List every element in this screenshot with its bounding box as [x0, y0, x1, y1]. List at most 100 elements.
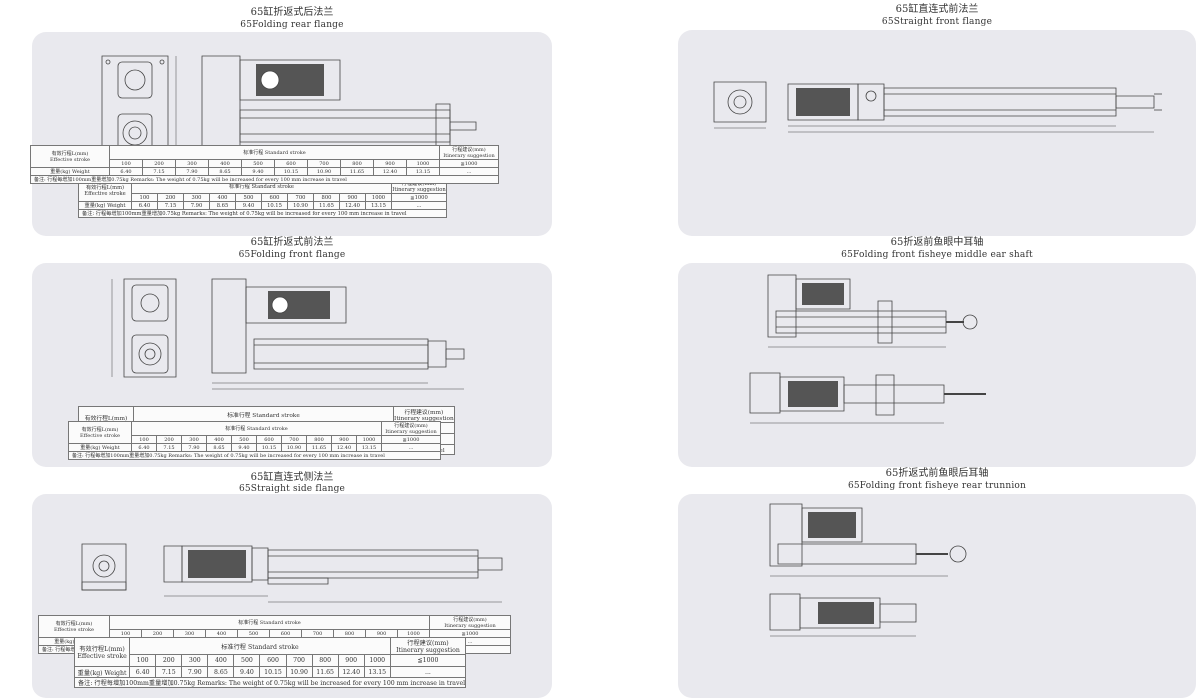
effective-stroke-cn: 有效行程L(mm): [81, 427, 119, 433]
stroke-value: 300: [181, 435, 207, 444]
panel-folding-rear-flange: 65缸折返式后法兰 65Folding rear flange 有效行程L(mm…: [32, 0, 552, 238]
stroke-value: 300: [175, 159, 209, 168]
remarks-note: 备注: 行程每增加100mm重量增加0.75kg Remarks: The we…: [68, 451, 441, 460]
weight-value: 7.90: [181, 443, 207, 452]
itinerary-en: Itinerary suggestion: [392, 187, 446, 193]
stroke-value: 600: [261, 193, 288, 202]
stroke-value: 400: [207, 654, 235, 667]
stroke-value: 700: [285, 654, 313, 667]
remarks-note: 备注: 行程每增加100mm重量增加0.75kg Remarks: The we…: [73, 677, 467, 688]
weight-value: 9.40: [235, 201, 262, 210]
itinerary-header: 行程建议(mm)Itinerary suggestion: [389, 637, 467, 655]
effective-stroke-cn: 有效行程L(mm): [84, 415, 128, 422]
panel-fisheye-rear-trunnion: 65折返式前鱼眼后耳轴 65Folding front fisheye rear…: [73, 463, 1196, 698]
weight-value: 10.15: [256, 443, 282, 452]
stroke-value: 1000: [363, 654, 391, 667]
effective-stroke-en: Effective stroke: [54, 627, 94, 633]
panel-title-en: 65Straight front flange: [881, 17, 993, 27]
panel-card: [678, 494, 1196, 698]
weight-value: 7.15: [142, 167, 176, 176]
itinerary-value: ≦1000: [439, 159, 499, 168]
weight-label: 重量(kg) Weight: [73, 666, 131, 678]
weight-value: 7.90: [181, 666, 209, 678]
panel-title-cn: 65缸直连式前法兰: [895, 4, 979, 15]
panel-title-en: 65Straight side flange: [238, 484, 346, 494]
itinerary-cn: 行程建议(mm): [404, 410, 444, 416]
itinerary-en: Itinerary suggestion: [444, 623, 496, 629]
stroke-value: 700: [281, 435, 307, 444]
itinerary-cn: 行程建议(mm): [394, 423, 428, 429]
weight-value: 10.15: [259, 666, 287, 678]
itinerary-en: Itinerary suggestion: [443, 153, 495, 159]
stroke-value: 100: [129, 654, 157, 667]
technical-drawing: [678, 494, 1196, 698]
itinerary-header: 行程建议(mm)Itinerary suggestion: [439, 145, 499, 160]
effective-stroke-header: 有效行程L(mm)Effective stroke: [38, 615, 110, 638]
stroke-value: 600: [274, 159, 308, 168]
stroke-value: 100: [131, 435, 157, 444]
itinerary-dots: ...: [391, 201, 447, 210]
technical-drawing: [32, 263, 552, 467]
itinerary-en: Itinerary suggestion: [396, 647, 460, 654]
weight-value: 10.15: [261, 201, 288, 210]
stroke-value: 200: [155, 654, 183, 667]
weight-label: 重量(kg) Weight: [30, 167, 110, 176]
standard-stroke-header: 标准行程 Standard stroke: [109, 615, 430, 630]
weight-value: 8.65: [208, 167, 242, 176]
effective-stroke-cn: 有效行程L(mm): [85, 185, 125, 191]
stroke-value: 500: [231, 435, 257, 444]
panel-title-cn: 65缸直连式侧法兰: [250, 472, 334, 483]
effective-stroke-header: 有效行程L(mm)Effective stroke: [30, 145, 110, 168]
weight-value: 6.40: [131, 201, 158, 210]
panel-title-en: 65Folding front fisheye middle ear shaft: [841, 250, 1033, 260]
stroke-value: 200: [156, 435, 182, 444]
itinerary-dots: ...: [381, 443, 441, 452]
stroke-value: 400: [206, 435, 232, 444]
stroke-value: 400: [208, 159, 242, 168]
weight-value: 12.40: [331, 443, 357, 452]
weight-value: 11.65: [340, 167, 374, 176]
effective-stroke-en: Effective stroke: [50, 157, 90, 163]
panel-title-en: 65Folding front flange: [238, 250, 346, 260]
weight-value: 13.15: [406, 167, 440, 176]
weight-value: 7.90: [183, 201, 210, 210]
stroke-value: 100: [131, 193, 158, 202]
panel-straight-front-flange: 65缸直连式前法兰 65Straight front flange 有效行程L(…: [30, 0, 1196, 238]
weight-value: 9.40: [233, 666, 261, 678]
effective-stroke-header: 有效行程L(mm)Effective stroke: [73, 637, 131, 667]
stroke-value: 300: [183, 193, 210, 202]
panel-card: [678, 30, 1196, 236]
remarks-note: 备注: 行程每增加100mm重量增加0.75kg Remarks: The we…: [30, 175, 499, 184]
itinerary-cn: 行程建议(mm): [407, 640, 449, 647]
weight-value: 10.90: [281, 443, 307, 452]
technical-drawing: [32, 32, 552, 236]
weight-value: 8.65: [206, 443, 232, 452]
weight-value: 11.65: [313, 201, 340, 210]
stroke-value: 900: [339, 193, 366, 202]
weight-label: 重量(kg) Weight: [68, 443, 132, 452]
stroke-value: 700: [307, 159, 341, 168]
standard-stroke-header: 标准行程 Standard stroke: [109, 145, 440, 160]
stroke-value: 200: [157, 193, 184, 202]
weight-value: 10.15: [274, 167, 308, 176]
itinerary-dots: ...: [389, 666, 467, 678]
itinerary-value: ≦1000: [389, 654, 467, 667]
weight-value: 7.15: [156, 443, 182, 452]
weight-value: 8.65: [209, 201, 236, 210]
stroke-value: 800: [306, 435, 332, 444]
effective-stroke-cn: 有效行程L(mm): [79, 646, 125, 653]
effective-stroke-header: 有效行程L(mm)Effective stroke: [68, 421, 132, 444]
stroke-value: 100: [109, 159, 143, 168]
panel-title-en: 65Folding front fisheye rear trunnion: [847, 481, 1027, 491]
weight-value: 7.90: [175, 167, 209, 176]
stroke-value: 200: [142, 159, 176, 168]
standard-stroke-header: 标准行程 Standard stroke: [129, 637, 391, 655]
effective-stroke-en: Effective stroke: [84, 191, 126, 197]
itinerary-header: 行程建议(mm)Itinerary suggestion: [381, 421, 441, 436]
weight-value: 10.90: [285, 666, 313, 678]
itinerary-value: ≦1000: [381, 435, 441, 444]
panel-title-cn: 65缸折返式后法兰: [250, 7, 334, 18]
weight-value: 13.15: [363, 666, 391, 678]
technical-drawing: [678, 263, 1196, 467]
